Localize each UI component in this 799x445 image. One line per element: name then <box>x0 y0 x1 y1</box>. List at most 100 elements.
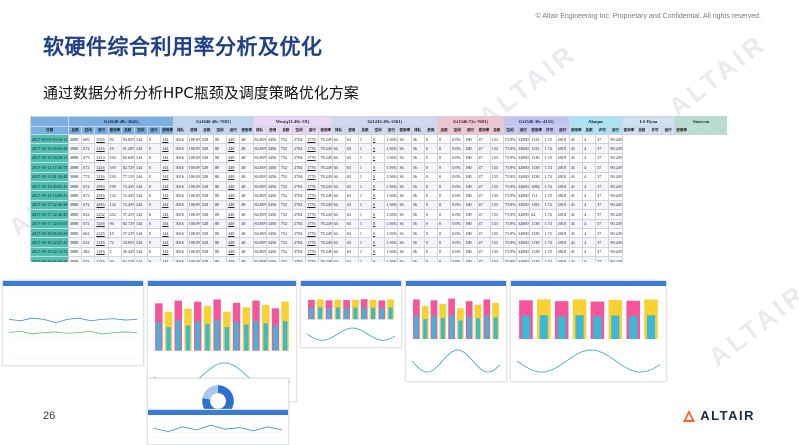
chart-panel-line[interactable] <box>147 409 289 445</box>
column-header[interactable]: 总数 <box>67 126 83 135</box>
column-header[interactable]: 使用率 <box>621 126 636 135</box>
table-cell[interactable]: 3216 <box>94 256 109 262</box>
column-header[interactable]: 运行 <box>555 126 570 135</box>
table-cell[interactable]: 0 <box>371 209 386 220</box>
chart-panel-bar[interactable] <box>510 280 667 382</box>
table-cell[interactable]: 1416 <box>94 246 109 258</box>
table-cell[interactable]: 1776 <box>305 199 320 211</box>
column-header[interactable]: 使用率 <box>476 126 491 135</box>
table-cell[interactable]: 3216 <box>94 162 109 173</box>
table-cell[interactable]: 448 <box>226 162 241 173</box>
table-cell[interactable]: 1776 <box>305 133 320 145</box>
column-header[interactable]: 运行 <box>94 126 109 135</box>
column-header[interactable]: 总数 <box>581 126 597 135</box>
table-cell[interactable]: 144 <box>160 180 175 192</box>
table-cell[interactable]: 144 <box>160 190 175 201</box>
column-header[interactable]: 空闲 <box>81 126 96 135</box>
column-header[interactable]: 使用 <box>265 126 280 135</box>
table-cell[interactable]: 2816 <box>94 190 109 201</box>
chart-panel-line[interactable] <box>2 280 144 366</box>
table-cell[interactable]: 0 <box>371 162 386 173</box>
table-cell[interactable]: 1776 <box>305 227 320 239</box>
column-header[interactable]: 总数 <box>437 126 452 135</box>
table-cell[interactable]: 2225 <box>94 227 109 239</box>
column-header[interactable]: 使用率 <box>674 126 689 135</box>
table-cell[interactable]: 144 <box>160 237 175 248</box>
table-cell[interactable]: 144 <box>160 152 175 164</box>
column-header[interactable]: 使用 <box>186 126 201 135</box>
column-header[interactable]: 使用 <box>344 126 359 135</box>
column-header[interactable]: 运行 <box>384 126 399 135</box>
table-cell[interactable]: 1776 <box>305 246 320 258</box>
table-cell[interactable]: 1776 <box>305 180 320 192</box>
table-cell[interactable]: 0 <box>371 199 386 211</box>
table-cell[interactable]: 448 <box>226 133 241 145</box>
table-cell[interactable]: 448 <box>226 143 241 154</box>
table-cell[interactable]: 144 <box>160 209 175 220</box>
column-header[interactable]: 运行 <box>147 126 162 135</box>
table-cell[interactable]: 1776 <box>305 171 320 182</box>
table-cell[interactable]: 2816 <box>94 180 109 192</box>
column-header[interactable] <box>687 126 702 135</box>
table-cell[interactable]: 144 <box>160 218 175 229</box>
table-cell[interactable]: 1776 <box>305 256 320 262</box>
table-cell[interactable]: 0 <box>371 227 386 239</box>
column-header[interactable]: 使用率 <box>318 126 333 135</box>
table-cell[interactable]: 2816 <box>94 199 109 211</box>
column-header[interactable]: 许可 <box>647 126 663 135</box>
table-cell[interactable]: 448 <box>226 218 241 229</box>
table-cell[interactable]: 0 <box>371 152 386 164</box>
column-header[interactable]: 使用 <box>423 126 439 135</box>
column-header[interactable]: 空闲 <box>450 126 465 135</box>
chart-panel-bar[interactable] <box>300 280 402 348</box>
table-cell[interactable]: 144 <box>160 256 175 262</box>
column-header[interactable]: 排队 <box>331 126 346 135</box>
column-header[interactable]: 总数 <box>634 126 649 135</box>
column-header[interactable]: 总数 <box>357 126 373 135</box>
table-cell[interactable]: 0 <box>371 190 386 201</box>
table-cell[interactable]: 448 <box>226 209 241 220</box>
table-cell[interactable]: 0 <box>371 143 386 154</box>
column-header[interactable]: 空闲 <box>292 126 307 135</box>
column-header[interactable]: 空闲 <box>371 126 386 135</box>
table-cell[interactable]: 448 <box>226 190 241 201</box>
table-cell[interactable]: 3216 <box>94 218 109 229</box>
column-header[interactable]: 排队 <box>410 126 425 135</box>
column-header[interactable]: 使用率 <box>107 126 122 135</box>
column-header[interactable]: 使用率 <box>160 126 175 135</box>
chart-panel-bar[interactable] <box>405 280 507 382</box>
table-cell[interactable]: 448 <box>226 180 241 192</box>
table-cell[interactable]: 1776 <box>305 237 320 248</box>
column-header[interactable]: 空闲 <box>502 126 518 135</box>
column-header[interactable]: 许可 <box>542 126 557 135</box>
column-header[interactable]: 日期 <box>30 126 69 135</box>
column-header[interactable]: 总数 <box>120 126 135 135</box>
table-cell[interactable]: 448 <box>226 171 241 182</box>
column-header[interactable]: 空闲 <box>212 126 228 135</box>
column-header[interactable] <box>700 126 715 135</box>
table-cell[interactable]: 3214 <box>94 152 109 164</box>
table-cell[interactable]: 1776 <box>305 162 320 173</box>
column-header[interactable]: 运行 <box>226 126 241 135</box>
column-header[interactable]: 排队 <box>252 126 267 135</box>
table-cell[interactable]: 0 <box>371 133 386 145</box>
column-header[interactable]: 运行 <box>661 126 676 135</box>
table-cell[interactable]: 448 <box>226 246 241 258</box>
table-cell[interactable]: 0 <box>371 256 386 262</box>
table-cell[interactable]: 2232 <box>94 209 109 220</box>
column-header[interactable] <box>713 126 727 135</box>
table-cell[interactable]: 0 <box>371 171 386 182</box>
table-cell[interactable]: 3116 <box>94 171 109 182</box>
column-header[interactable]: 运行 <box>608 126 623 135</box>
table-cell[interactable]: 1776 <box>305 218 320 229</box>
chart-panel-bar[interactable] <box>147 280 297 402</box>
table-cell[interactable]: 1776 <box>305 190 320 201</box>
